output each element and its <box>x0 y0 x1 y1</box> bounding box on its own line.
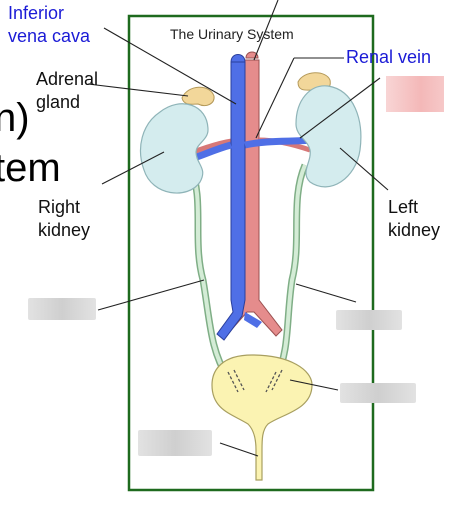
label-adrenal-gland: Adrenal gland <box>36 68 98 114</box>
label-right-kidney-text: Right kidney <box>38 197 91 240</box>
leader-adrenal-gland <box>87 83 189 97</box>
label-inferior-vena-cava-text: Inferior vena cava <box>8 3 91 46</box>
leader-bladder <box>289 379 339 391</box>
label-adrenal-gland-text: Adrenal gland <box>36 69 99 112</box>
leader-lines <box>87 0 389 457</box>
left-kidney-shape <box>295 85 362 188</box>
edge-fragment-bottom: tem <box>0 146 61 190</box>
diagram-title: The Urinary System <box>170 26 294 42</box>
leader-urethra <box>219 442 259 457</box>
leader-top <box>253 0 279 61</box>
leader-right-ureter <box>97 279 205 311</box>
label-renal-vein: Renal vein <box>346 47 432 67</box>
hidden-label-left-ureter[interactable] <box>336 310 402 330</box>
leader-right-kidney <box>101 151 165 185</box>
hidden-label-bladder[interactable] <box>340 383 416 403</box>
leader-left-ureter <box>295 283 357 303</box>
edge-fragment-top: n) <box>0 96 30 140</box>
hidden-label-urethra[interactable] <box>138 430 212 456</box>
label-right-kidney: Right kidney <box>38 196 90 242</box>
right-kidney-shape <box>139 103 209 194</box>
hidden-label-right-ureter[interactable] <box>28 298 96 320</box>
hidden-label-top-right[interactable] <box>386 76 444 112</box>
leader-left-kidney <box>339 147 389 191</box>
left-ureter-inner <box>274 164 307 379</box>
leader-hidden-top-right <box>299 77 381 139</box>
label-left-kidney-text: Left kidney <box>388 197 441 240</box>
leader-inferior-vena-cava <box>103 27 237 105</box>
label-inferior-vena-cava: Inferior vena cava <box>8 2 90 48</box>
leader-renal-vein-2 <box>255 57 295 139</box>
label-left-kidney: Left kidney <box>388 196 440 242</box>
